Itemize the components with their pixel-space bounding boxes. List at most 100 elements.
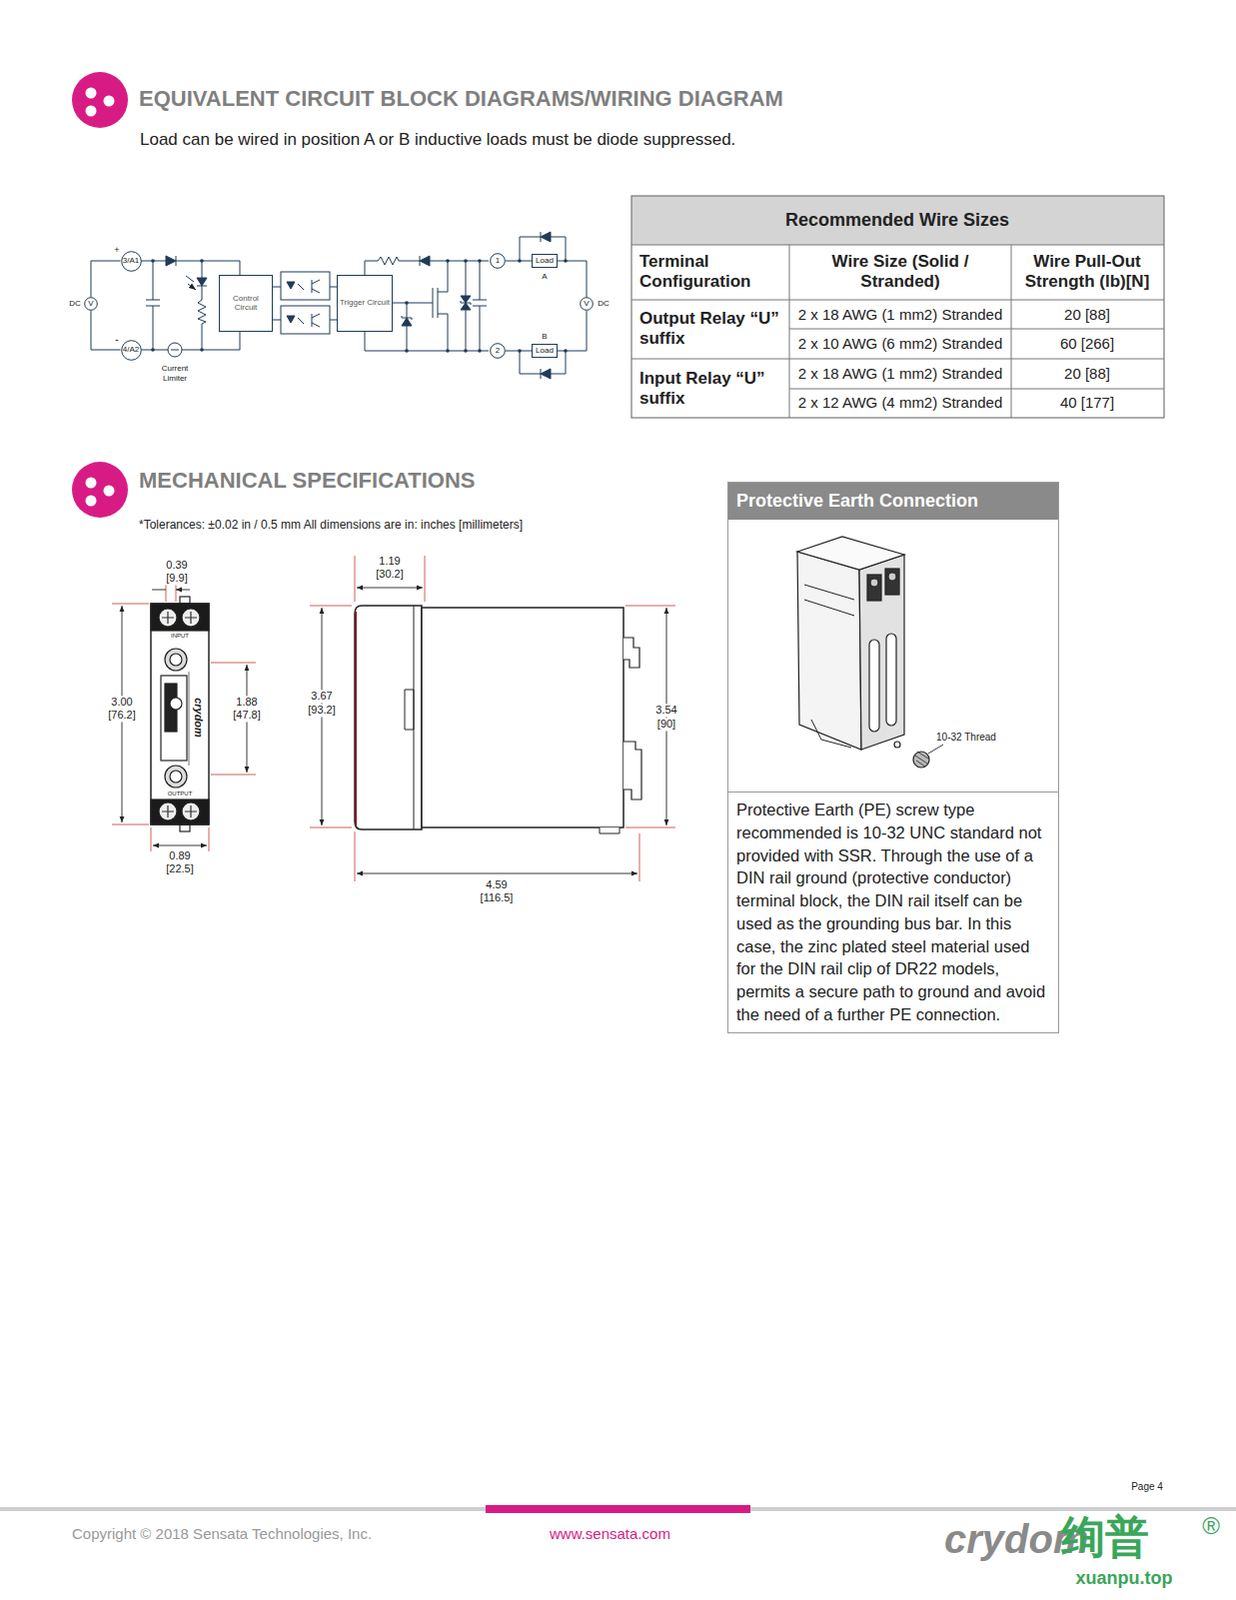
dimension: [47.8] bbox=[230, 708, 263, 722]
dimension: 3.54 bbox=[653, 703, 679, 717]
din-rail-ssr-illustration bbox=[915, 751, 929, 767]
schematic-wiring bbox=[401, 317, 412, 326]
din-rail-ssr-illustration bbox=[797, 536, 905, 570]
dimension-lines bbox=[111, 555, 676, 882]
side-view bbox=[421, 607, 624, 828]
schematic-wiring bbox=[477, 258, 482, 263]
schematic-wiring bbox=[165, 255, 176, 266]
dimension-lines bbox=[354, 831, 640, 882]
terminal-label: INPUT bbox=[170, 632, 189, 640]
voltage-source: V bbox=[83, 296, 98, 311]
callout-label: 10-32 Thread bbox=[936, 731, 997, 744]
front-view bbox=[150, 596, 209, 832]
din-rail-ssr-illustration bbox=[928, 744, 944, 754]
watermark: 绚普 bbox=[1061, 1510, 1150, 1564]
website: www.sensata.com bbox=[549, 1524, 671, 1543]
wire-connector bbox=[505, 350, 532, 352]
dimension-lines bbox=[354, 555, 425, 602]
polarity-mark: + bbox=[113, 244, 119, 256]
schematic-wiring bbox=[540, 368, 542, 379]
schematic-wiring bbox=[445, 258, 450, 263]
schematic-wiring bbox=[280, 305, 330, 334]
dimension: [116.5] bbox=[478, 891, 516, 905]
table-header: Terminal Configuration bbox=[639, 251, 780, 293]
node-text: V bbox=[583, 298, 589, 308]
node-text: Trigger Circuit bbox=[339, 297, 390, 307]
section-icon bbox=[85, 87, 97, 99]
front-view bbox=[161, 611, 197, 624]
front-view bbox=[169, 653, 182, 666]
schematic-wiring bbox=[150, 258, 155, 263]
dimension: 0.89 bbox=[166, 849, 192, 863]
dimension: [30.2] bbox=[373, 567, 406, 581]
terminal-label: OUTPUT bbox=[167, 790, 193, 798]
front-view bbox=[179, 824, 190, 832]
section-icon bbox=[103, 95, 115, 107]
din-rail-ssr-illustration bbox=[797, 551, 862, 750]
wire-connector bbox=[557, 260, 587, 297]
section-icon bbox=[85, 495, 97, 507]
dimension-lines bbox=[111, 555, 676, 882]
schematic-wiring bbox=[139, 331, 240, 350]
dimension: [93.2] bbox=[305, 703, 338, 717]
illustration-area bbox=[728, 519, 1059, 793]
schematic-wiring bbox=[404, 300, 409, 305]
din-rail-ssr-illustration bbox=[859, 554, 905, 750]
schematic-wiring bbox=[150, 347, 155, 352]
din-rail-ssr-illustration bbox=[869, 639, 880, 732]
front-view bbox=[169, 770, 182, 783]
section-icon bbox=[71, 71, 128, 128]
din-rail-ssr-illustration bbox=[888, 572, 897, 581]
schematic-wiring bbox=[463, 258, 468, 263]
dimension: 3.00 bbox=[108, 695, 134, 709]
wire-table bbox=[631, 195, 1165, 245]
table-cell: 60 [266] bbox=[1060, 334, 1115, 353]
side-view bbox=[599, 827, 620, 834]
node-text: Load bbox=[535, 345, 554, 355]
dimension: 0.39 bbox=[163, 558, 189, 572]
table-row-header: Output Relay “U” suffix bbox=[639, 308, 785, 350]
schematic-wiring bbox=[477, 348, 482, 353]
section-icon bbox=[85, 105, 97, 117]
front-view bbox=[187, 671, 189, 766]
load-position: A bbox=[541, 271, 547, 282]
schematic-wiring bbox=[445, 348, 450, 353]
schematic-wiring bbox=[401, 302, 412, 351]
dimension: 1.19 bbox=[376, 554, 402, 568]
load-position: B bbox=[541, 331, 547, 342]
front-view bbox=[150, 799, 209, 825]
node-text: V bbox=[87, 298, 93, 308]
dimension-lines bbox=[150, 827, 209, 852]
din-rail-ssr-illustration bbox=[870, 578, 879, 587]
din-rail-ssr-illustration bbox=[804, 584, 855, 748]
din-rail-ssr-illustration bbox=[867, 574, 882, 601]
din-rail-ssr-illustration bbox=[894, 741, 901, 748]
schematic-wiring bbox=[170, 349, 179, 351]
terminal-circle: 3/A1 bbox=[120, 250, 142, 272]
wire-connector bbox=[90, 260, 121, 297]
voltage-source: V bbox=[579, 296, 594, 311]
dimension: 4.59 bbox=[483, 878, 509, 892]
schematic-wiring bbox=[185, 275, 196, 290]
schematic-wiring bbox=[199, 258, 204, 263]
node-outline bbox=[490, 343, 506, 359]
dimension-lines bbox=[152, 845, 207, 847]
section-icon bbox=[71, 71, 128, 518]
front-view bbox=[160, 675, 187, 761]
watermark: ® bbox=[1202, 1511, 1221, 1541]
table-row-header: Input Relay “U” suffix bbox=[639, 368, 785, 410]
footer-rule bbox=[0, 1504, 1236, 1513]
schematic-wiring bbox=[364, 260, 378, 275]
node-outline bbox=[120, 339, 141, 360]
din-rail-ssr-illustration bbox=[797, 536, 944, 768]
trigger-circuit-box: Trigger Circuit bbox=[336, 274, 393, 332]
schematic-wiring bbox=[139, 260, 240, 275]
copyright: Copyright © 2018 Sensata Technologies, I… bbox=[71, 1524, 372, 1543]
table-header: Wire Pull-Out Strength (lb)[N] bbox=[1013, 251, 1162, 293]
dimension: 3.67 bbox=[308, 689, 334, 703]
node-outline bbox=[490, 253, 506, 269]
brand-mark: crydom bbox=[190, 697, 204, 738]
node-text: 1 bbox=[495, 255, 500, 265]
side-view bbox=[404, 605, 414, 830]
table-cell: 40 [177] bbox=[1060, 393, 1115, 412]
